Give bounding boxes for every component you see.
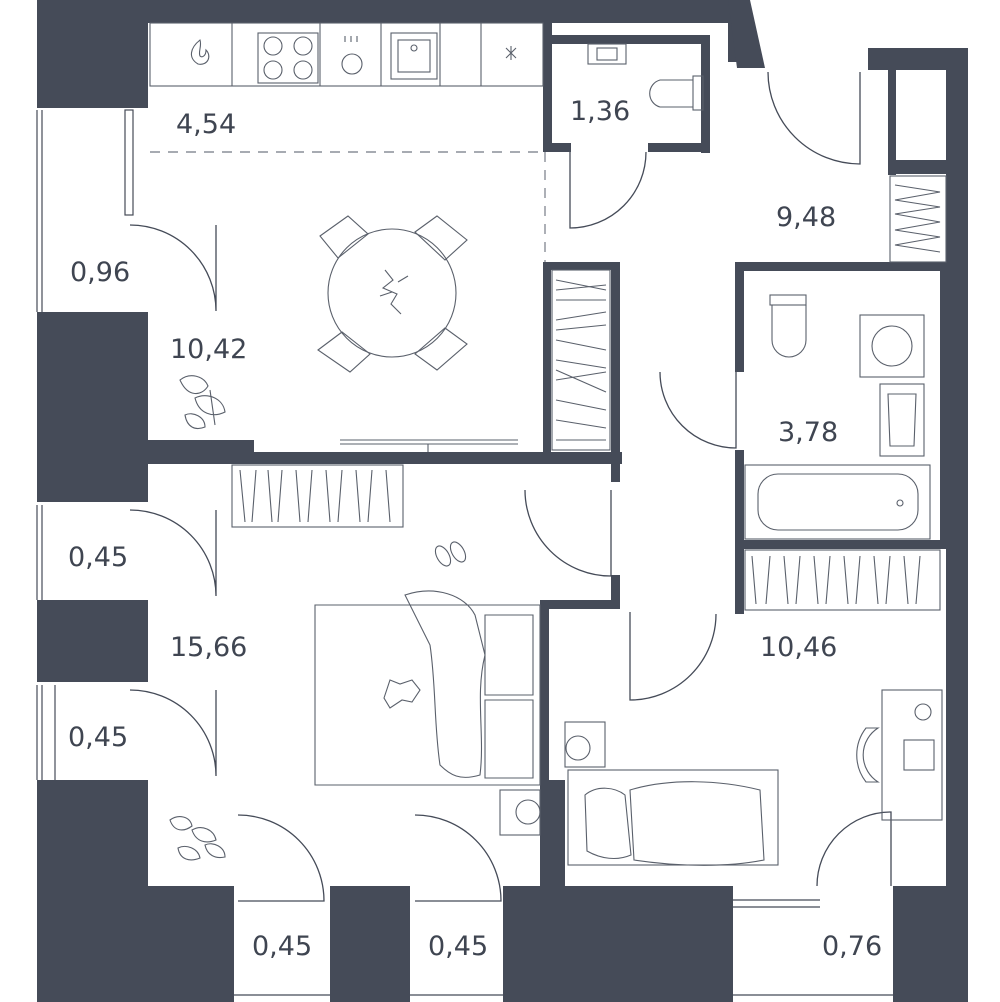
area-balcony-3: 0,45 xyxy=(68,722,128,753)
area-wc: 1,36 xyxy=(570,96,630,127)
fridge-icon xyxy=(505,46,517,60)
area-balcony-2: 0,45 xyxy=(68,542,128,573)
dishwasher-icon xyxy=(341,36,363,75)
windows xyxy=(36,109,893,996)
chair-icon xyxy=(856,727,880,783)
area-balcony-1: 0,96 xyxy=(70,257,130,288)
washing-machine-icon xyxy=(859,314,925,378)
area-bedroom-2: 10,46 xyxy=(760,632,837,663)
fan-icon xyxy=(564,721,606,768)
bed-icon xyxy=(314,590,541,786)
area-kitchen: 4,54 xyxy=(176,109,236,140)
wardrobe-icon xyxy=(231,464,404,528)
area-balcony-6: 0,76 xyxy=(822,931,882,962)
toilet-icon xyxy=(769,294,807,358)
area-bedroom-1: 15,66 xyxy=(170,632,247,663)
area-labels: 4,54 1,36 9,48 0,96 10,42 3,78 0,45 15,6… xyxy=(68,96,882,962)
desk-icon xyxy=(881,689,943,821)
kitchen-counter xyxy=(149,22,544,87)
slippers-icon xyxy=(434,541,467,567)
plant-icon xyxy=(179,375,226,430)
plant-icon xyxy=(169,816,226,861)
fan-icon xyxy=(499,789,541,836)
bed-icon xyxy=(567,769,779,866)
wardrobe-icon xyxy=(744,549,941,611)
area-balcony-5: 0,45 xyxy=(428,931,488,962)
doors xyxy=(129,71,892,902)
dining-table-icon xyxy=(317,215,468,373)
walls xyxy=(37,0,968,1002)
area-living: 10,42 xyxy=(170,334,247,365)
bathtub-icon xyxy=(744,464,931,540)
washbasin-icon xyxy=(879,383,925,457)
tv-icon xyxy=(340,439,518,452)
wardrobe-icon xyxy=(551,269,611,451)
cooktop-icon xyxy=(257,32,319,84)
stove-icon xyxy=(190,39,210,65)
area-balcony-4: 0,45 xyxy=(252,931,312,962)
area-hall: 9,48 xyxy=(776,202,836,233)
toilet-icon xyxy=(649,75,704,111)
area-bathroom: 3,78 xyxy=(778,417,838,448)
sink-icon xyxy=(390,32,438,80)
wardrobe-icon xyxy=(889,175,947,263)
zone-divider xyxy=(150,151,546,262)
washbasin-icon xyxy=(587,43,627,65)
